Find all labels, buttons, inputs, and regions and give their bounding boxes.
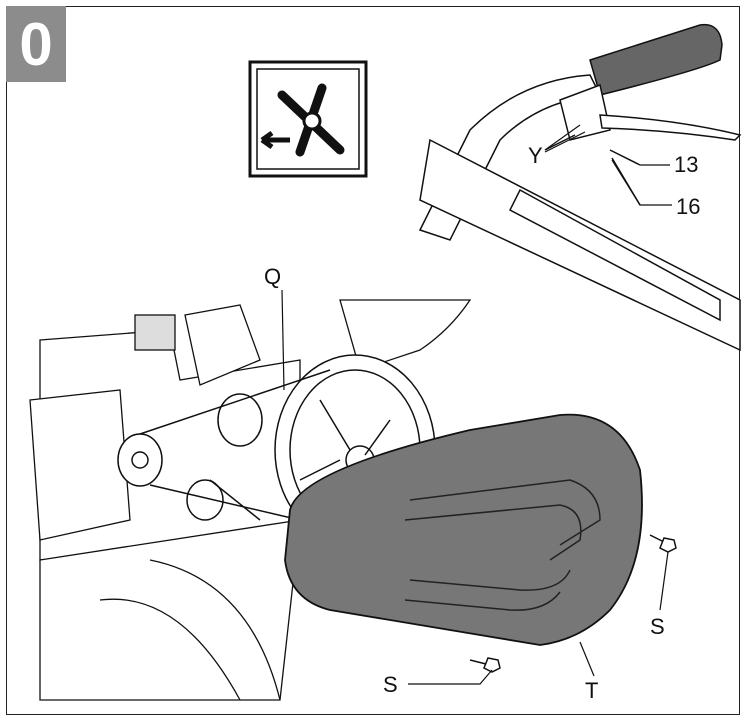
label-S-bottom: S <box>383 672 398 697</box>
engine-housing <box>29 299 472 701</box>
screw-S-right <box>649 534 677 553</box>
label-16: 16 <box>676 194 701 219</box>
screw-S-bottom <box>469 657 501 673</box>
label-S-right: S <box>650 614 665 639</box>
belt-cover-T <box>284 413 643 646</box>
label-Y: Y <box>528 143 543 168</box>
label-Q: Q <box>264 264 282 289</box>
leader-lines <box>281 124 672 685</box>
handlebar-lever-assembly <box>418 23 742 352</box>
wrench-crossed-arrow-icon <box>248 60 368 178</box>
label-T: T <box>585 678 599 703</box>
label-13: 13 <box>674 152 699 177</box>
step-number-badge: 0 <box>6 6 66 82</box>
